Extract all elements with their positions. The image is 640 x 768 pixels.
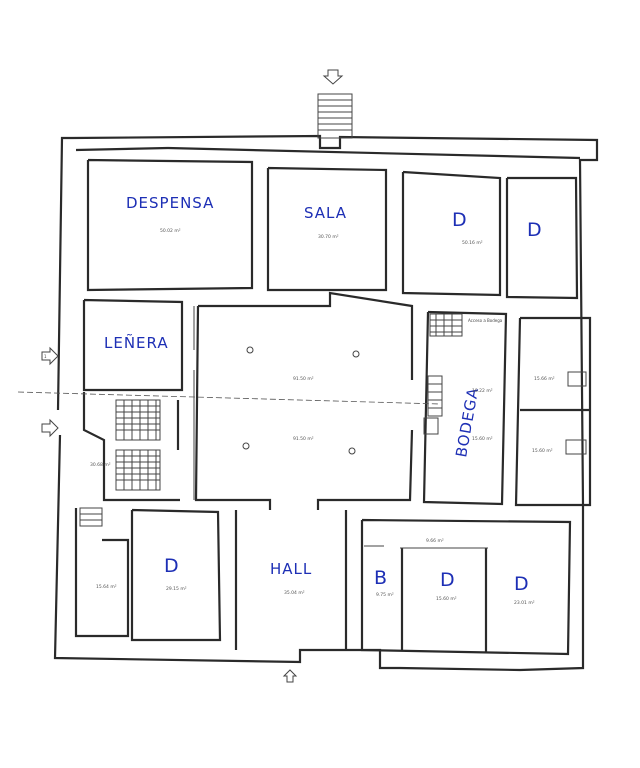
stairs-top <box>317 69 353 139</box>
area-d-top-right: 50.16 m² <box>462 240 483 246</box>
entry-number: 1 <box>44 354 47 359</box>
area-despensa: 50.02 m² <box>160 228 181 234</box>
area-right-lower: 15.60 m² <box>532 448 553 454</box>
area-d-bottom-left: 29.15 m² <box>166 586 187 592</box>
label-d-bottom-left: D <box>164 555 179 577</box>
lenera-room <box>82 298 184 392</box>
area-stair: 30.68 m² <box>90 462 111 468</box>
label-b-bath: B <box>374 567 387 589</box>
entry-arrow-left2-icon <box>41 418 59 438</box>
outer-walls <box>53 134 599 672</box>
label-bodega: BODEGA <box>452 386 482 459</box>
area-sala: 30.70 m² <box>318 234 339 240</box>
central-room <box>193 291 414 510</box>
label-d-top-far: D <box>527 219 542 241</box>
entry-arrow-left-icon <box>41 346 59 366</box>
columns <box>242 346 360 455</box>
label-d-bottom-right: D <box>514 573 529 595</box>
area-d-bottom-mid: 15.60 m² <box>436 596 457 602</box>
stairs-left <box>79 392 180 527</box>
label-d-top-right: D <box>452 209 467 231</box>
label-hall: HALL <box>270 560 312 578</box>
entry-arrow-bottom-icon <box>282 669 298 683</box>
label-sala: SALA <box>304 204 347 222</box>
area-right-upper: 15.66 m² <box>534 376 555 382</box>
entry-arrow-top-icon <box>322 69 344 85</box>
area-central-lower: 91.50 m² <box>293 436 314 442</box>
bottom-rooms <box>74 508 572 656</box>
area-b-bath: 9.75 m² <box>376 592 394 598</box>
area-small-left: 15.64 m² <box>96 584 117 590</box>
label-lenera: LEÑERA <box>104 333 169 352</box>
right-rooms <box>514 316 592 507</box>
label-despensa: DESPENSA <box>126 194 214 212</box>
section-line <box>17 391 441 405</box>
area-corridor: 9.66 m² <box>426 538 444 544</box>
area-bodega-upper: 18.22 m² <box>472 388 493 394</box>
area-central-upper: 91.50 m² <box>293 376 314 382</box>
label-acceso-bodega: Acceso a Bodega <box>468 318 503 323</box>
label-d-bottom-mid: D <box>440 569 455 591</box>
bodega-room <box>422 310 508 506</box>
area-hall: 35.04 m² <box>284 590 305 596</box>
area-d-bottom-right: 23.01 m² <box>514 600 535 606</box>
area-bodega-lower: 15.60 m² <box>472 436 493 442</box>
